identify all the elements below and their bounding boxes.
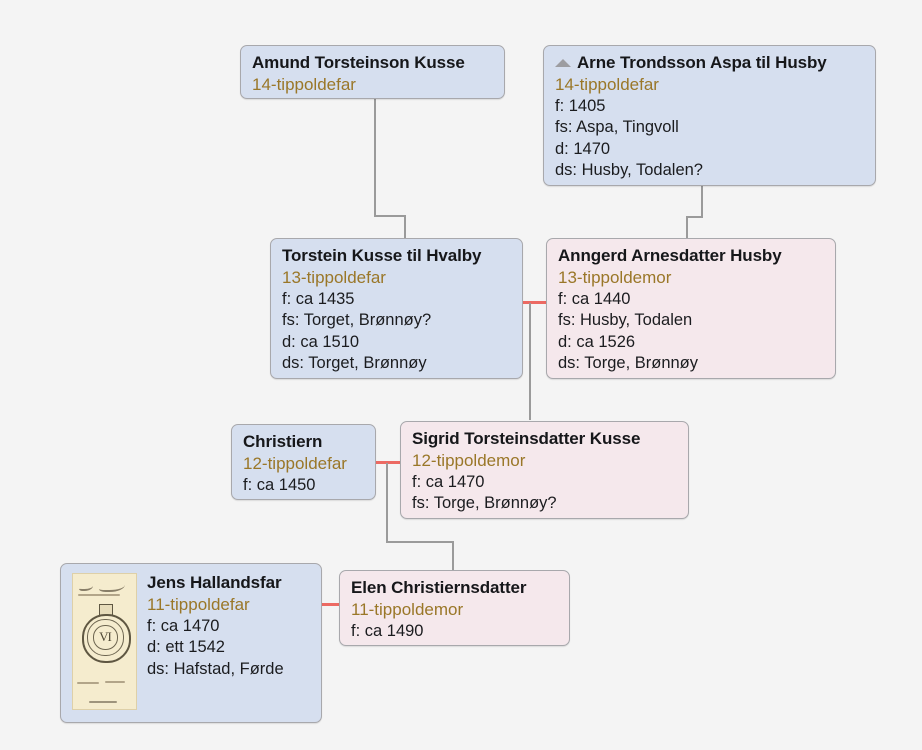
- marriage-line-christiern-sigrid: [374, 461, 412, 464]
- person-name: Arne Trondsson Aspa til Husby: [577, 53, 827, 72]
- person-fact-death: d: ca 1526: [558, 332, 636, 351]
- person-fact-birth: f: 1405: [555, 96, 606, 115]
- person-name: Elen Christiernsdatter: [351, 578, 527, 597]
- person-name: Christiern: [243, 432, 323, 451]
- person-fact-deathplace: ds: Torge, Brønnøy: [558, 354, 699, 373]
- seal-drawing: VI: [81, 604, 131, 666]
- name-row: Elen Christiernsdatter: [351, 578, 558, 599]
- connector-union-elbow: [386, 541, 454, 543]
- person-relation: 13-tippoldemor: [558, 267, 672, 287]
- person-relation: 12-tippoldefar: [243, 453, 347, 473]
- person-fact-birth: f: ca 1490: [351, 621, 424, 640]
- person-fact-birthplace: fs: Torget, Brønnøy?: [282, 311, 432, 330]
- person-text-block: Jens Hallandsfar 11-tippoldefar f: ca 14…: [147, 573, 310, 710]
- wax-seal-document-thumbnail[interactable]: VI: [72, 573, 137, 710]
- person-fact-birth: f: ca 1450: [243, 475, 316, 494]
- person-fact-birthplace: fs: Torge, Brønnøy?: [412, 494, 557, 513]
- person-relation: 14-tippoldefar: [252, 74, 356, 94]
- person-relation: 11-tippoldemor: [351, 599, 464, 619]
- person-fact-death: d: ca 1510: [282, 332, 360, 351]
- name-row: Anngerd Arnesdatter Husby: [558, 246, 824, 267]
- person-card-arne[interactable]: Arne Trondsson Aspa til Husby 14-tippold…: [543, 45, 876, 186]
- connector-arne-elbow: [686, 216, 703, 218]
- person-fact-birthplace: fs: Husby, Todalen: [558, 311, 693, 330]
- connector-torstein-up: [404, 215, 406, 240]
- name-row: Jens Hallandsfar: [147, 573, 310, 594]
- connector-union-down: [386, 463, 388, 543]
- name-row: Christiern: [243, 432, 364, 453]
- person-fact-deathplace: ds: Torget, Brønnøy: [282, 354, 427, 373]
- person-fact-birth: f: ca 1470: [412, 472, 485, 491]
- person-name: Anngerd Arnesdatter Husby: [558, 246, 782, 265]
- name-row: Torstein Kusse til Hvalby: [282, 246, 511, 267]
- person-name: Sigrid Torsteinsdatter Kusse: [412, 429, 641, 448]
- person-card-sigrid[interactable]: Sigrid Torsteinsdatter Kusse 12-tippolde…: [400, 421, 689, 519]
- person-card-christiern[interactable]: Christiern 12-tippoldefar f: ca 1450: [231, 424, 376, 500]
- person-name: Jens Hallandsfar: [147, 573, 282, 592]
- name-row: Arne Trondsson Aspa til Husby: [555, 53, 864, 74]
- connector-elen-up: [452, 541, 454, 570]
- connector-torstein-anngerd-down: [529, 303, 531, 420]
- connector-amund-down: [374, 99, 376, 217]
- person-relation: 13-tippoldefar: [282, 267, 386, 287]
- person-card-amund[interactable]: Amund Torsteinson Kusse 14-tippoldefar: [240, 45, 505, 99]
- name-row: Sigrid Torsteinsdatter Kusse: [412, 429, 677, 450]
- person-relation: 12-tippoldemor: [412, 450, 526, 470]
- person-card-jens[interactable]: VI Jens Hallandsfar 11-tippoldefar f: ca…: [60, 563, 322, 723]
- connector-amund-elbow: [374, 215, 406, 217]
- seal-monogram: VI: [99, 629, 112, 644]
- person-relation: 11-tippoldefar: [147, 594, 250, 614]
- triangle-up-icon[interactable]: [555, 58, 571, 67]
- marriage-line-jens-elen: [310, 603, 346, 606]
- connector-anngerd-up: [686, 216, 688, 240]
- person-fact-birth: f: ca 1440: [558, 289, 631, 308]
- person-relation: 14-tippoldefar: [555, 74, 659, 94]
- card-body: VI Jens Hallandsfar 11-tippoldefar f: ca…: [72, 573, 310, 710]
- name-row: Amund Torsteinson Kusse: [252, 53, 493, 74]
- person-card-torstein[interactable]: Torstein Kusse til Hvalby 13-tippoldefar…: [270, 238, 523, 379]
- marriage-line-torstein-anngerd: [512, 301, 552, 304]
- connector-arne-down: [701, 186, 703, 218]
- person-fact-birthplace: fs: Aspa, Tingvoll: [555, 118, 679, 137]
- person-card-elen[interactable]: Elen Christiernsdatter 11-tippoldemor f:…: [339, 570, 570, 646]
- person-fact-birth: f: ca 1435: [282, 289, 355, 308]
- person-fact-deathplace: ds: Hafstad, Førde: [147, 659, 284, 678]
- person-name: Torstein Kusse til Hvalby: [282, 246, 482, 265]
- person-name: Amund Torsteinson Kusse: [252, 53, 465, 72]
- person-fact-birth: f: ca 1470: [147, 616, 220, 635]
- person-fact-death: d: ett 1542: [147, 638, 225, 657]
- person-fact-death: d: 1470: [555, 139, 611, 158]
- person-fact-deathplace: ds: Husby, Todalen?: [555, 161, 703, 180]
- person-card-anngerd[interactable]: Anngerd Arnesdatter Husby 13-tippoldemor…: [546, 238, 836, 379]
